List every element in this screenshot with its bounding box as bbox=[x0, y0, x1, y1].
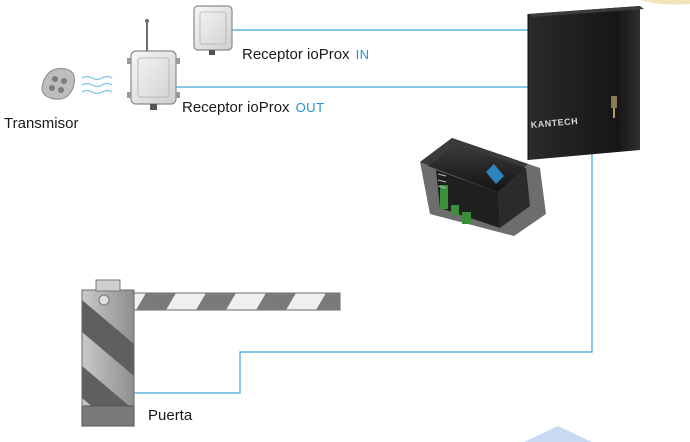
keyfob-remote-icon bbox=[41, 68, 75, 100]
access-controller-icon bbox=[420, 138, 546, 236]
receiver-out-label: Receptor ioProx OUT bbox=[182, 99, 325, 117]
gate-label: Puerta bbox=[148, 407, 193, 424]
receiver-out-name: Receptor ioProx bbox=[182, 99, 290, 116]
brand-logo: KANTECH bbox=[530, 116, 578, 130]
receiver-out-tag: OUT bbox=[295, 100, 325, 115]
transmitter-label: Transmisor bbox=[4, 115, 79, 132]
wireless-receiver-icon bbox=[193, 5, 233, 55]
radio-waves-icon bbox=[81, 75, 113, 95]
corner-decoration bbox=[640, 0, 690, 5]
barrier-post bbox=[81, 279, 135, 427]
receiver-in-name: Receptor ioProx bbox=[242, 46, 350, 63]
control-panel-enclosure-icon: KANTECH bbox=[527, 6, 644, 160]
connection-wires bbox=[134, 29, 593, 394]
wire-barrier bbox=[134, 148, 593, 394]
bottom-decoration bbox=[524, 426, 592, 442]
receiver-in-label: Receptor ioProx IN bbox=[242, 46, 370, 64]
barrier-arm bbox=[133, 292, 341, 311]
receiver-in-tag: IN bbox=[355, 47, 370, 62]
boom-barrier-icon bbox=[81, 279, 341, 427]
wireless-receiver-icon bbox=[127, 19, 180, 110]
